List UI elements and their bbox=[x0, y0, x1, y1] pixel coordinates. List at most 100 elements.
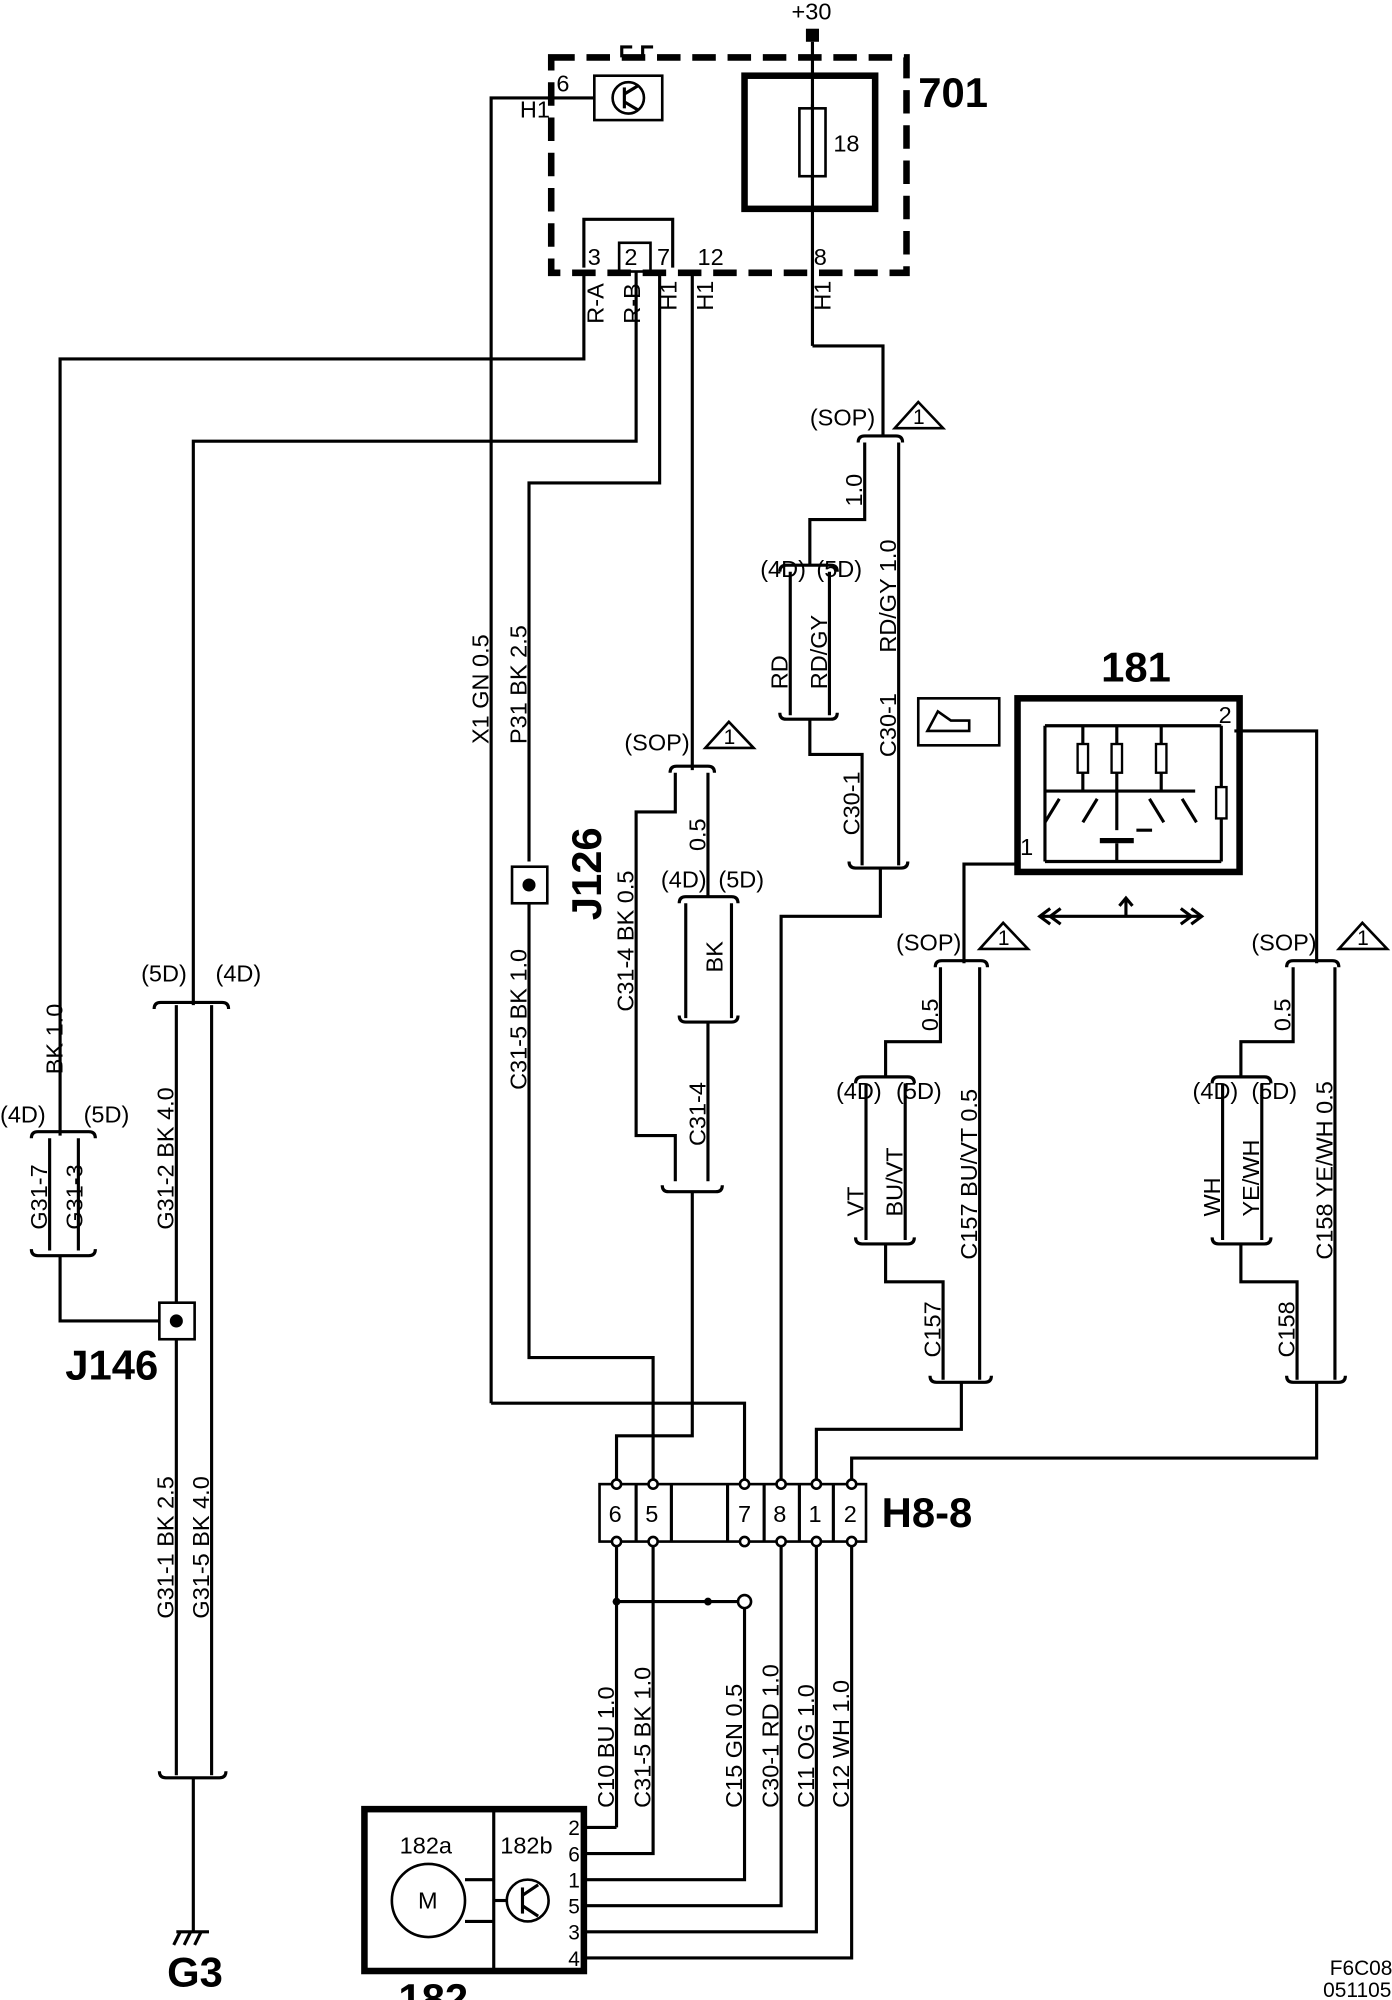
component-701-label: 701 bbox=[918, 69, 988, 116]
fuse-label: 18 bbox=[833, 130, 859, 156]
svg-text:C31-5 BK 1.0: C31-5 BK 1.0 bbox=[629, 1667, 655, 1808]
svg-text:C12 WH 1.0: C12 WH 1.0 bbox=[828, 1680, 854, 1808]
wire-x1 bbox=[489, 96, 595, 1404]
supply-terminal bbox=[805, 28, 819, 42]
svg-text:C31-5 BK 1.0: C31-5 BK 1.0 bbox=[505, 949, 531, 1090]
svg-text:H1: H1 bbox=[810, 281, 836, 311]
component-701-box bbox=[547, 54, 910, 277]
svg-text:(5D): (5D) bbox=[84, 1102, 130, 1128]
svg-text:6: 6 bbox=[609, 1501, 622, 1527]
svg-text:P31 BK 2.5: P31 BK 2.5 bbox=[505, 625, 531, 744]
svg-text:C30-1 RD 1.0: C30-1 RD 1.0 bbox=[757, 1664, 783, 1808]
note-triangle-icon bbox=[976, 920, 1032, 951]
svg-text:C11 OG 1.0: C11 OG 1.0 bbox=[793, 1684, 819, 1808]
svg-text:5: 5 bbox=[568, 1896, 580, 1919]
j126-label: J126 bbox=[563, 827, 610, 920]
switch-schematic-icon bbox=[1043, 724, 1228, 864]
relay-contact-icon bbox=[620, 45, 654, 58]
supply-label: +30 bbox=[792, 0, 832, 25]
component-182-box bbox=[361, 1805, 588, 1975]
component-182-label: 182 bbox=[398, 1975, 468, 2000]
wire-p31 bbox=[527, 271, 662, 862]
svg-text:(4D): (4D) bbox=[0, 1102, 46, 1128]
svg-text:G31-3: G31-3 bbox=[61, 1164, 87, 1229]
component-181-box bbox=[1014, 695, 1243, 876]
adjust-arrows-icon bbox=[1037, 895, 1205, 926]
h8-8-label: H8-8 bbox=[882, 1489, 973, 1536]
svg-text:VT: VT bbox=[842, 1187, 868, 1217]
svg-text:H1: H1 bbox=[520, 96, 550, 122]
svg-text:RD: RD bbox=[767, 655, 793, 689]
svg-text:(5D): (5D) bbox=[816, 556, 862, 582]
svg-text:(SOP): (SOP) bbox=[1251, 929, 1316, 955]
svg-text:C30-1: C30-1 bbox=[838, 771, 864, 835]
svg-text:2: 2 bbox=[624, 244, 637, 270]
svg-text:(5D): (5D) bbox=[1251, 1078, 1297, 1104]
note-triangle-icon bbox=[702, 719, 757, 750]
transistor-icon bbox=[505, 1878, 550, 1923]
svg-text:1: 1 bbox=[568, 1869, 580, 1892]
svg-text:6: 6 bbox=[568, 1843, 580, 1866]
svg-text:(4D): (4D) bbox=[836, 1078, 882, 1104]
svg-text:0.5: 0.5 bbox=[917, 999, 943, 1032]
svg-text:G31-5 BK 4.0: G31-5 BK 4.0 bbox=[188, 1476, 214, 1618]
svg-text:2: 2 bbox=[1219, 702, 1232, 728]
footer-code: F6C08 bbox=[1330, 1957, 1392, 1980]
svg-text:2: 2 bbox=[844, 1501, 857, 1527]
svg-text:1: 1 bbox=[809, 1501, 822, 1527]
svg-text:(4D): (4D) bbox=[760, 556, 806, 582]
svg-text:(SOP): (SOP) bbox=[624, 730, 689, 756]
svg-text:182a: 182a bbox=[400, 1833, 453, 1859]
svg-text:WH: WH bbox=[1199, 1177, 1225, 1216]
svg-text:C15 GN 0.5: C15 GN 0.5 bbox=[721, 1684, 747, 1808]
svg-text:RD/GY: RD/GY bbox=[806, 614, 832, 689]
fuse-box bbox=[741, 72, 879, 213]
svg-text:C158: C158 bbox=[1273, 1301, 1299, 1357]
svg-text:G31-7: G31-7 bbox=[26, 1164, 52, 1229]
footer-date: 051105 bbox=[1323, 1979, 1391, 2000]
svg-text:G31-2 BK 4.0: G31-2 BK 4.0 bbox=[153, 1087, 179, 1229]
svg-text:182b: 182b bbox=[500, 1833, 552, 1859]
svg-text:R-B: R-B bbox=[619, 283, 645, 323]
svg-text:3: 3 bbox=[568, 1922, 580, 1945]
ground-icon bbox=[172, 1930, 209, 1946]
ground-g3-label: G3 bbox=[167, 1949, 223, 1996]
svg-text:(5D): (5D) bbox=[896, 1078, 942, 1104]
svg-text:C31-4: C31-4 bbox=[684, 1082, 710, 1146]
svg-text:12: 12 bbox=[698, 244, 724, 270]
wire-r-a bbox=[58, 271, 586, 1136]
svg-text:1: 1 bbox=[724, 726, 736, 749]
svg-text:4: 4 bbox=[568, 1948, 580, 1971]
svg-text:1: 1 bbox=[998, 927, 1010, 950]
svg-text:1: 1 bbox=[1357, 927, 1369, 950]
svg-text:X1 GN 0.5: X1 GN 0.5 bbox=[468, 634, 494, 744]
svg-text:C30-1: C30-1 bbox=[875, 693, 901, 757]
svg-text:(4D): (4D) bbox=[216, 961, 262, 987]
svg-text:H1: H1 bbox=[692, 281, 718, 311]
svg-text:G31-1 BK 2.5: G31-1 BK 2.5 bbox=[153, 1476, 179, 1618]
svg-text:BK 1.0: BK 1.0 bbox=[42, 1004, 68, 1075]
svg-text:7: 7 bbox=[657, 244, 670, 270]
h8-8-connector bbox=[598, 1482, 868, 1543]
svg-text:1: 1 bbox=[1020, 834, 1033, 860]
svg-text:6: 6 bbox=[556, 70, 569, 96]
svg-text:(SOP): (SOP) bbox=[810, 405, 875, 431]
svg-text:BU/VT: BU/VT bbox=[882, 1147, 908, 1216]
svg-text:7: 7 bbox=[738, 1501, 751, 1527]
note-triangle-icon bbox=[891, 400, 947, 430]
transistor-icon bbox=[611, 80, 646, 115]
svg-text:8: 8 bbox=[773, 1501, 786, 1527]
svg-text:3: 3 bbox=[588, 244, 601, 270]
svg-text:C157: C157 bbox=[919, 1301, 945, 1357]
svg-text:(5D): (5D) bbox=[141, 961, 187, 987]
svg-text:2: 2 bbox=[568, 1817, 580, 1840]
j146-label: J146 bbox=[65, 1342, 158, 1389]
svg-text:C157 BU/VT 0.5: C157 BU/VT 0.5 bbox=[956, 1089, 982, 1260]
svg-text:C10 BU 1.0: C10 BU 1.0 bbox=[593, 1686, 619, 1807]
motor-icon bbox=[390, 1862, 467, 1939]
svg-text:0.5: 0.5 bbox=[1270, 999, 1296, 1032]
svg-text:0.5: 0.5 bbox=[684, 818, 710, 851]
svg-text:(4D): (4D) bbox=[661, 867, 707, 893]
svg-text:8: 8 bbox=[814, 244, 827, 270]
h8-8-cells bbox=[634, 1484, 835, 1542]
